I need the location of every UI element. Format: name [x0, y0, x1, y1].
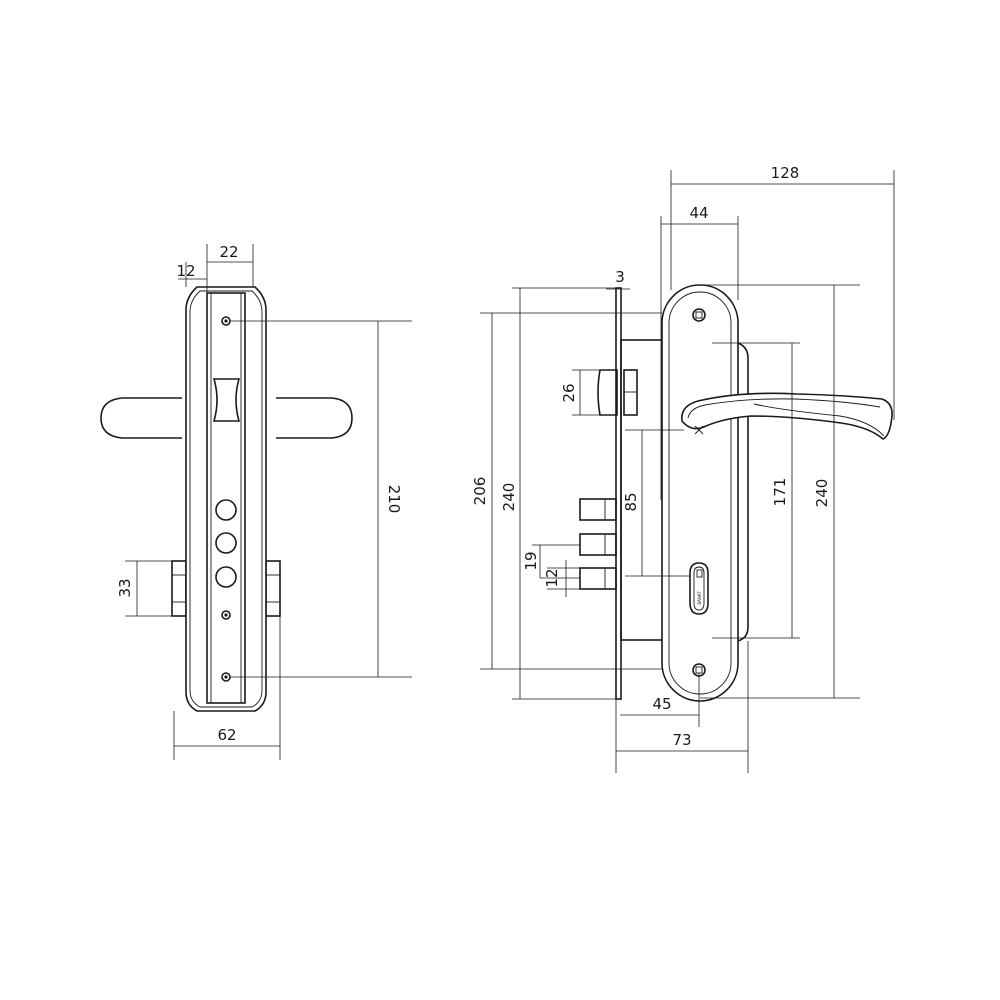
dim-faceplate-thickness: 3 [615, 268, 625, 286]
dim-total-width: 62 [217, 726, 236, 744]
dim-bolt-offset: 12 [543, 568, 561, 587]
dim-plate-inner-width: 22 [219, 243, 238, 261]
dim-plate-height: 240 [813, 479, 831, 508]
latch-opening [212, 378, 241, 422]
escutcheon-back [725, 342, 749, 642]
dim-screw-spacing: 210 [385, 485, 403, 514]
screw-middle-front [221, 610, 231, 620]
dead-bolts [579, 498, 617, 590]
side-lever-handle [681, 392, 893, 440]
square-nut-left [171, 560, 187, 617]
latch-bolt [597, 369, 638, 416]
dim-plate-span: 171 [771, 478, 789, 507]
dim-plate-depth: 73 [672, 731, 691, 749]
side-view: BANAT [579, 284, 893, 702]
front-view [100, 286, 353, 712]
square-nut-right [265, 560, 281, 617]
bolt-hole [215, 566, 237, 588]
dim-bolt-spacing: 19 [522, 551, 540, 570]
dim-plate-offset: 12 [176, 262, 195, 280]
cylinder-keyhole: BANAT [689, 562, 709, 615]
dim-backset: 45 [652, 695, 671, 713]
bolt-hole [215, 499, 237, 521]
bolt-hole [215, 532, 237, 554]
screw-top-side [692, 308, 706, 322]
dim-latch-height: 26 [560, 383, 578, 402]
cylinder-marking: BANAT [697, 591, 702, 605]
front-lever-handle [100, 397, 353, 439]
dim-faceplate-height: 240 [500, 483, 518, 512]
side-view-dimensions: 128 44 3 206 240 26 85 19 [471, 164, 895, 773]
dim-lock-body-height: 206 [471, 477, 489, 506]
front-view-dimensions: 12 22 210 33 62 [116, 243, 412, 760]
dim-total-depth: 128 [771, 164, 800, 182]
dim-handle-to-cylinder: 85 [622, 492, 640, 511]
front-back-plate [185, 286, 267, 712]
escutcheon-plate [661, 284, 739, 702]
dim-handle-offset: 44 [689, 204, 708, 222]
dim-square-height: 33 [116, 578, 134, 597]
